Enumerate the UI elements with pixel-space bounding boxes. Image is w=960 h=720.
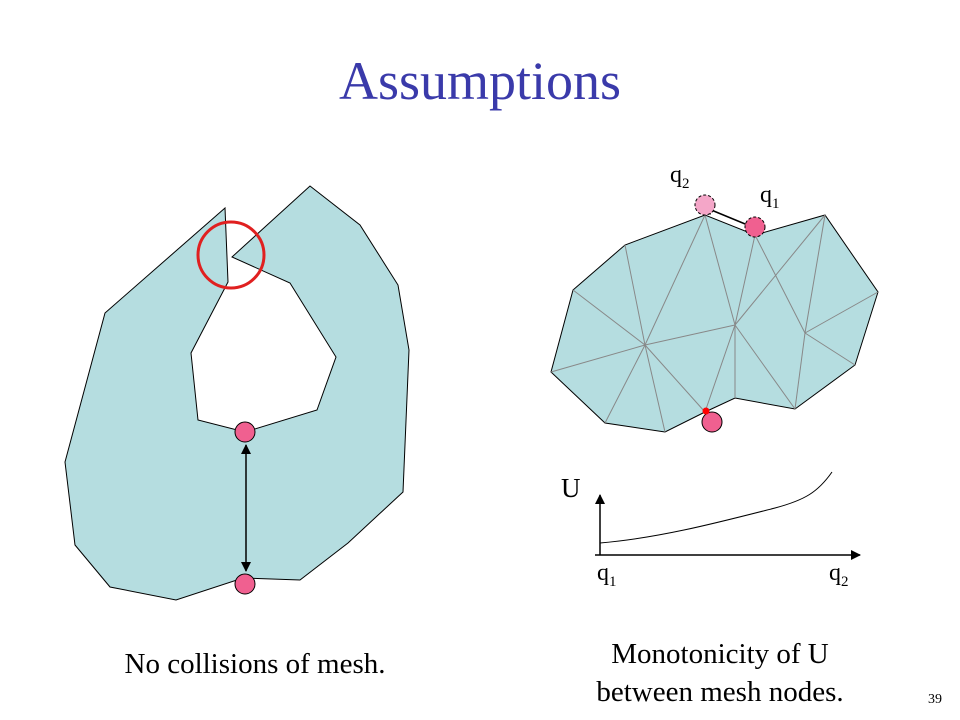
bottom-contact-point [702,407,710,415]
label-q1-top: q1 [760,182,780,212]
monotonicity-graph: U q1 q2 [561,471,861,590]
label-q2-top: q2 [670,162,690,192]
node-q1 [744,216,766,238]
monotonic-curve [599,471,833,544]
collision-highlight-circle [196,220,266,290]
c-shaped-mesh [64,185,410,601]
node-q2-target [694,194,716,216]
y-axis-label: U [561,473,581,503]
mesh-edges [550,214,879,433]
right-caption: Monotonicity of U between mesh nodes. [545,635,895,711]
right-caption-line2: between mesh nodes. [596,676,844,708]
triangulated-mesh [550,214,879,433]
mesh-node-bottom [234,573,256,595]
page-number: 39 [928,692,942,707]
left-caption: No collisions of mesh. [124,648,386,680]
left-mesh-figure [64,185,410,601]
mesh-node-top [234,421,256,443]
right-caption-line1: Monotonicity of U [611,638,829,670]
x-axis-label-q1: q1 [597,560,617,590]
right-mesh-figure: q2 q1 [550,162,879,433]
bottom-mesh-node [701,411,723,433]
x-axis-label-q2: q2 [829,560,849,590]
slide-title: Assumptions [338,51,622,111]
